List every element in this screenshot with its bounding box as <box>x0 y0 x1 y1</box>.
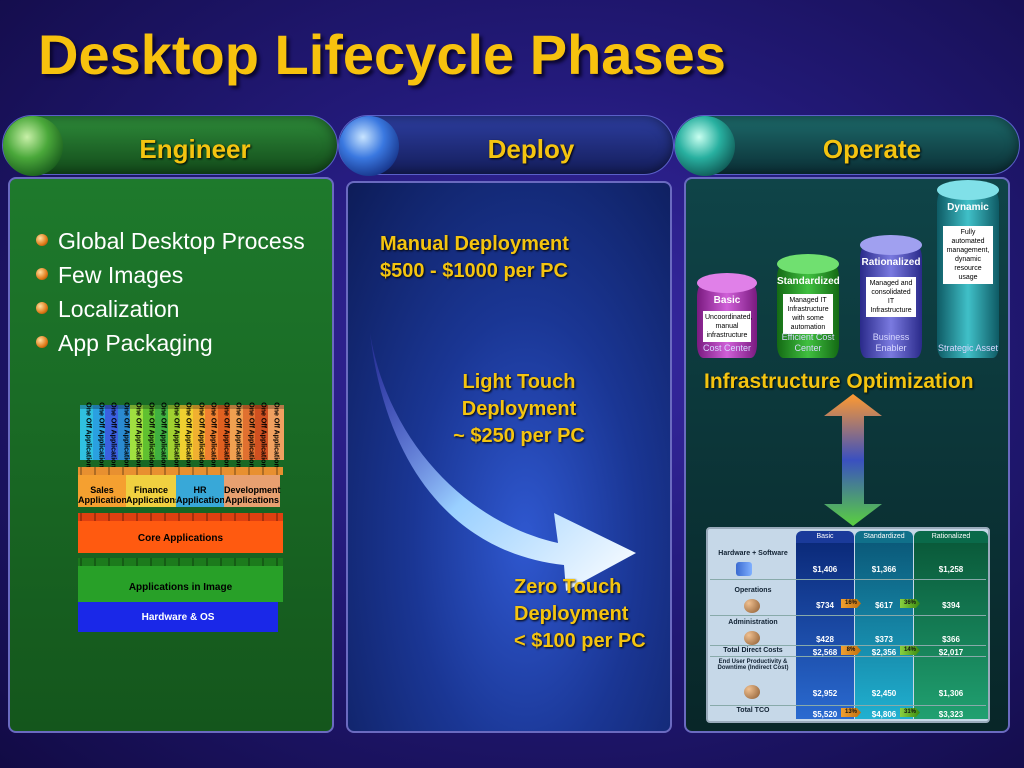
one-off-application-brick: One Off Application <box>242 402 259 467</box>
phase-header-engineer: Engineer <box>2 115 338 176</box>
one-off-application-brick: One Off Application <box>80 402 96 467</box>
row-label: Total TCO <box>736 707 770 714</box>
one-off-application-brick: One Off Application <box>92 402 109 467</box>
sales-apps-brick: Sales Applications <box>78 475 132 507</box>
bullet-item: Few Images <box>36 258 305 292</box>
phase-label-deploy: Deploy <box>487 134 575 164</box>
table-header-basic: Basic <box>796 531 854 543</box>
level-rationalized-cylinder: Rationalized Managed and consolidated IT… <box>860 235 922 358</box>
table-cell: $366 <box>942 635 960 644</box>
light-touch-cost: ~ $250 per PC <box>453 425 585 447</box>
table-cell: $2,450 <box>871 689 897 698</box>
light-touch-label-1: Light Touch <box>462 371 576 393</box>
person-icon <box>744 631 760 645</box>
table-cell: $428 <box>816 635 834 644</box>
level-basic-cylinder: Basic Uncoordinated, manual infrastructu… <box>697 273 757 358</box>
table-cell: $2,568 <box>812 648 838 657</box>
zero-touch-label-2: Deployment <box>514 603 629 625</box>
one-off-application-brick: One Off Application <box>155 402 171 467</box>
savings-percent-arrow: 13% <box>841 708 861 717</box>
manual-deployment-cost: $500 - $1000 per PC <box>380 260 568 282</box>
cost-reduction-arrow-icon <box>370 333 636 591</box>
manual-deployment-label: Manual Deployment <box>380 233 569 255</box>
one-off-application-brick: One Off Application <box>205 402 221 467</box>
zero-touch-label-1: Zero Touch <box>514 576 622 598</box>
table-cell: $3,323 <box>938 710 964 719</box>
core-apps-brick: Core Applications <box>78 521 283 553</box>
deploy-panel: Manual Deployment $500 - $1000 per PC Li… <box>346 181 672 733</box>
double-arrow-icon <box>824 394 882 526</box>
one-off-application-brick: One Off Application <box>217 402 234 467</box>
savings-percent-arrow: 8% <box>841 646 861 655</box>
infrastructure-optimization-label: Infrastructure Optimization <box>704 370 974 393</box>
tco-comparison-table: Basic Standardized Rationalized Hardware… <box>706 527 990 723</box>
table-cell: $1,406 <box>812 565 838 574</box>
table-cell: $1,306 <box>938 689 964 698</box>
bullet-item: Global Desktop Process <box>36 224 305 258</box>
one-off-application-brick: One Off Application <box>167 402 184 467</box>
phase-header-operate: Operate <box>674 115 1020 176</box>
row-label: Hardware + Software <box>718 550 788 557</box>
people-icon <box>744 599 760 613</box>
one-off-application-brick: One Off Application <box>142 402 159 467</box>
table-cell: $734 <box>816 601 834 610</box>
bullet-icon <box>36 302 48 314</box>
table-cell: $4,806 <box>871 710 897 719</box>
development-apps-brick: Development Applications <box>224 475 281 507</box>
people-icon <box>744 685 760 699</box>
one-off-application-brick: One Off Application <box>192 402 209 467</box>
hr-apps-brick: HR Applications <box>176 475 230 507</box>
phase-header-deploy: Deploy <box>338 115 674 176</box>
table-cell: $617 <box>875 601 893 610</box>
row-label: Administration <box>728 619 778 626</box>
level-dynamic-cylinder: Dynamic Fully automated management, dyna… <box>937 180 999 358</box>
bullet-icon <box>36 268 48 280</box>
phase-label-operate: Operate <box>822 134 922 164</box>
bullet-icon <box>36 234 48 246</box>
phase-label-engineer: Engineer <box>139 134 251 164</box>
one-off-application-brick: One Off Application <box>117 402 134 467</box>
savings-percent-arrow: 36% <box>900 599 920 608</box>
savings-percent-arrow: 14% <box>900 646 920 655</box>
light-touch-label-2: Deployment <box>461 398 577 420</box>
savings-percent-arrow: 16% <box>841 599 861 608</box>
one-off-application-brick: One Off Application <box>180 402 196 467</box>
table-header-standardized: Standardized <box>855 531 913 543</box>
one-off-application-brick: One Off Application <box>255 402 271 467</box>
page-title: Desktop Lifecycle Phases <box>38 23 726 86</box>
green-orb-icon <box>3 116 63 176</box>
bullet-icon <box>36 336 48 348</box>
computer-icon <box>736 562 752 576</box>
bullet-item: Localization <box>36 292 305 326</box>
row-label: Operations <box>734 587 772 594</box>
one-off-application-brick: One Off Application <box>130 402 146 467</box>
finance-apps-brick: Finance Applications <box>126 475 180 507</box>
teal-orb-icon <box>675 116 735 176</box>
table-cell: $2,952 <box>812 689 838 698</box>
apps-in-image-brick: Applications in Image <box>78 566 283 602</box>
table-cell: $2,017 <box>938 648 964 657</box>
table-cell: $373 <box>875 635 893 644</box>
one-off-application-brick: One Off Application <box>267 402 284 467</box>
blue-orb-icon <box>339 116 399 176</box>
one-off-application-brick: One Off Application <box>105 402 121 467</box>
table-cell: $5,520 <box>812 710 838 719</box>
table-cell: $1,258 <box>938 565 964 574</box>
engineer-bullet-list: Global Desktop Process Few Images Locali… <box>36 224 305 360</box>
one-off-application-brick: One Off Application <box>230 402 246 467</box>
savings-percent-arrow: 31% <box>900 708 920 717</box>
table-cell: $394 <box>942 601 960 610</box>
bullet-item: App Packaging <box>36 326 305 360</box>
table-cell: $2,356 <box>871 648 897 657</box>
level-standardized-cylinder: Standardized Managed IT Infrastructure w… <box>777 254 840 358</box>
zero-touch-cost: < $100 per PC <box>514 630 646 652</box>
hardware-os-brick: Hardware & OS <box>78 602 278 632</box>
row-label: End User Productivity & Downtime (Indire… <box>717 659 789 671</box>
table-cell: $1,366 <box>871 565 897 574</box>
table-header-rationalized: Rationalized <box>914 531 988 543</box>
row-label: Total Direct Costs <box>723 647 783 654</box>
